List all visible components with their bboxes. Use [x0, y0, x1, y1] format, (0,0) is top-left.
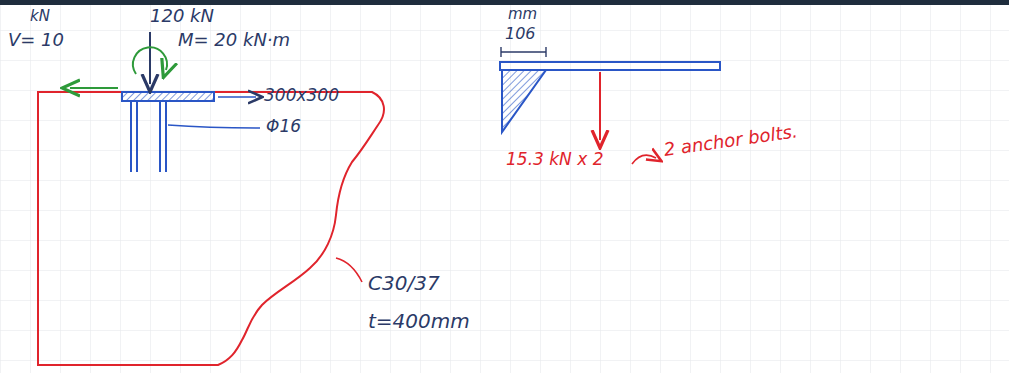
thickness: t=400mm [368, 310, 470, 333]
bolt-diameter: Φ16 [266, 117, 301, 137]
dimension: 106 [505, 25, 536, 43]
dimension-line [501, 47, 546, 57]
moment-arrow [133, 47, 167, 74]
stress-block [502, 70, 546, 132]
axial-load: 120 kN [150, 6, 214, 27]
plate-size: 300x300 [264, 86, 339, 106]
unit-label: mm [508, 6, 537, 23]
moment-load: M= 20 kN·m [178, 30, 290, 51]
concrete-class: C30/37 [368, 272, 440, 295]
top-bar [0, 0, 1009, 5]
shear-arrow [70, 87, 118, 89]
leader-line [336, 258, 362, 282]
axial-arrow [149, 32, 151, 84]
leader-line [168, 125, 260, 128]
shear-load: V= 10 [8, 30, 64, 51]
anchor-bolts [131, 101, 166, 172]
leader-line [218, 96, 256, 98]
bolt-force: 15.3 kN x 2 [506, 150, 604, 170]
base-plate [122, 92, 214, 101]
unit-label: kN [30, 8, 50, 25]
base-plate [500, 62, 720, 70]
tension-arrow [599, 72, 601, 140]
pointer-arrow [632, 155, 656, 164]
concrete-block [38, 92, 384, 365]
